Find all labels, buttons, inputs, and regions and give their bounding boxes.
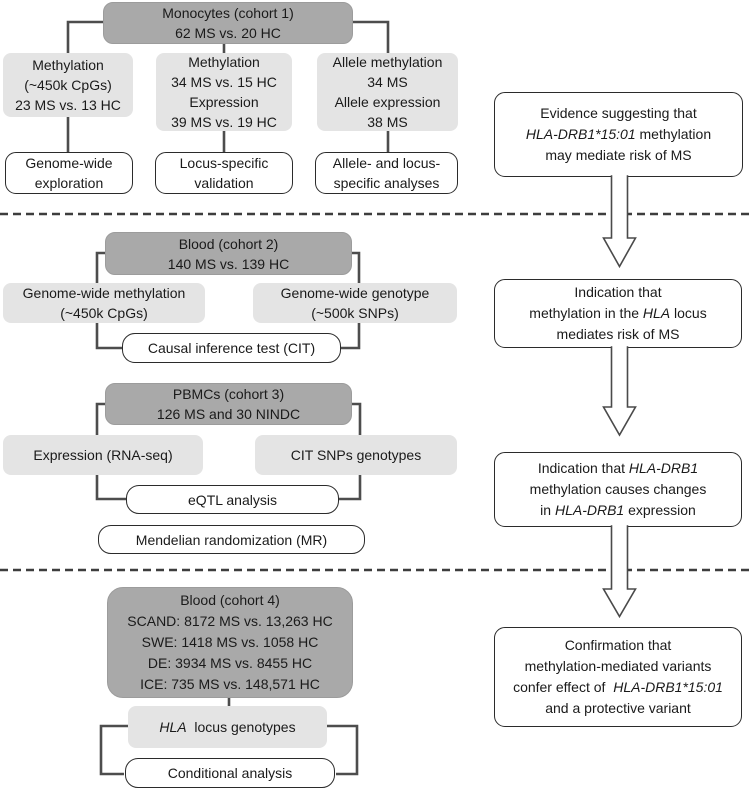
text-line: 126 MS and 30 NINDC <box>156 406 301 422</box>
text-line: Genome-wide methylation <box>22 285 186 301</box>
conclusion-hla-drb1-box: Indication that HLA-DRB1 methylation caus… <box>494 452 742 527</box>
cohort2-methylation-box: Genome-wide methylation (~450k CpGs) <box>3 283 205 323</box>
text-line: PBMCs (cohort 3) <box>172 386 285 402</box>
text-line: 34 MS <box>367 74 408 90</box>
text-line: Monocytes (cohort 1) <box>162 5 294 21</box>
cohort4-header-box: Blood (cohort 4) SCAND: 8172 MS vs. 13,26… <box>107 587 353 698</box>
bracket-line <box>326 724 359 776</box>
cohort1-connectors <box>66 20 390 152</box>
text-line: may mediate risk of MS <box>545 147 692 163</box>
text-line: mediates risk of MS <box>556 326 680 342</box>
text-line: Indication that <box>574 284 662 300</box>
text-line: methylation-mediated variants <box>524 658 712 674</box>
cohort3-expression-box: Expression (RNA-seq) <box>3 435 203 475</box>
text-line: (~500k SNPs) <box>311 305 399 321</box>
text-line: Conditional analysis <box>167 765 293 781</box>
text-line: Methylation <box>188 54 260 70</box>
cohort1-methylation-box: Methylation (~450k CpGs) 23 MS vs. 13 HC <box>3 53 133 117</box>
mendelian-randomization-box: Mendelian randomization (MR) <box>98 525 365 554</box>
text-line: Genome-wide genotype <box>280 285 430 301</box>
text-line: (~450k CpGs) <box>24 77 112 93</box>
text-line: SCAND: 8172 MS vs. 13,263 HC <box>127 613 333 629</box>
text-line: Indication that HLA-DRB1 <box>537 460 699 476</box>
text-line: Locus-specific <box>179 155 269 171</box>
text-line: Blood (cohort 4) <box>180 592 280 608</box>
cohort2-genotype-box: Genome-wide genotype (~500k SNPs) <box>253 283 457 323</box>
text-line: specific analyses <box>333 175 440 191</box>
text-line: eQTL analysis <box>188 491 277 508</box>
text-line: CIT SNPs genotypes <box>290 447 422 463</box>
text-line: HLA-DRB1*15:01 methylation <box>525 126 712 142</box>
text-line: Evidence suggesting that <box>540 105 697 121</box>
text-line: methylation in the HLA locus <box>529 305 707 321</box>
text-line: Allele methylation <box>332 54 443 70</box>
cohort1-outcome-genome-wide-box: Genome-wide exploration <box>5 152 133 194</box>
text-line: confer effect of HLA-DRB1*15:01 <box>513 679 723 695</box>
cohort3-header-box: PBMCs (cohort 3) 126 MS and 30 NINDC <box>105 383 352 425</box>
text-line: exploration <box>34 175 104 191</box>
elbow-line <box>353 20 390 53</box>
cohort1-header-box: Monocytes (cohort 1) 62 MS vs. 20 HC <box>103 2 353 44</box>
bracket-line <box>99 724 129 776</box>
text-line: and a protective variant <box>545 700 691 716</box>
text-line: Expression (RNA-seq) <box>33 447 173 463</box>
cohort3-cit-snps-box: CIT SNPs genotypes <box>255 435 457 475</box>
text-line: 140 MS vs. 139 HC <box>167 255 290 272</box>
causal-inference-test-box: Causal inference test (CIT) <box>122 333 341 363</box>
text-line: validation <box>194 175 254 191</box>
conclusion-hla-locus-box: Indication that methylation in the HLA lo… <box>494 279 742 348</box>
text-line: ICE: 735 MS vs. 148,571 HC <box>140 676 320 692</box>
text-line: 23 MS vs. 13 HC <box>15 97 121 113</box>
text-line: Blood (cohort 2) <box>178 235 279 252</box>
text-line: Causal inference test (CIT) <box>147 340 316 356</box>
cohort1-outcome-allele-specific-box: Allele- and locus-specific analyses <box>315 152 458 194</box>
text-line: Mendelian randomization (MR) <box>135 531 328 548</box>
text-line: Allele expression <box>334 94 441 110</box>
text-line: Allele- and locus- <box>332 155 441 171</box>
elbow-line <box>66 20 103 53</box>
text-line: methylation causes changes <box>529 481 707 497</box>
text-line: 39 MS vs. 19 HC <box>171 114 277 130</box>
text-line: (~450k CpGs) <box>60 305 148 321</box>
hla-locus-genotypes-box: HLA locus genotypes <box>128 706 327 748</box>
cohort1-allele-box: Allele methylation 34 MS Allele expression… <box>317 53 458 131</box>
text-line: Expression <box>189 94 259 110</box>
text-line: Confirmation that <box>564 637 672 653</box>
conditional-analysis-box: Conditional analysis <box>125 758 335 788</box>
text-line: 34 MS vs. 15 HC <box>171 74 277 90</box>
cohort1-outcome-locus-specific-box: Locus-specific validation <box>155 152 293 194</box>
text-line: Methylation <box>32 57 104 73</box>
text-line: HLA locus genotypes <box>159 719 296 735</box>
text-line: in HLA-DRB1 expression <box>540 502 696 518</box>
conclusion-confirmation-box: Confirmation that methylation-mediated va… <box>494 627 742 727</box>
eqtl-analysis-box: eQTL analysis <box>126 485 339 514</box>
cohort2-header-box: Blood (cohort 2) 140 MS vs. 139 HC <box>105 232 352 275</box>
text-line: DE: 3934 MS vs. 8455 HC <box>147 655 313 671</box>
cohort1-validation-box: Methylation 34 MS vs. 15 HC Expression 39 M… <box>156 53 292 131</box>
text-line: 38 MS <box>367 114 408 130</box>
text-line: Genome-wide <box>25 155 113 171</box>
text-line: SWE: 1418 MS vs. 1058 HC <box>141 634 319 650</box>
cohort4-connectors <box>99 697 359 776</box>
text-line: 62 MS vs. 20 HC <box>175 25 281 41</box>
